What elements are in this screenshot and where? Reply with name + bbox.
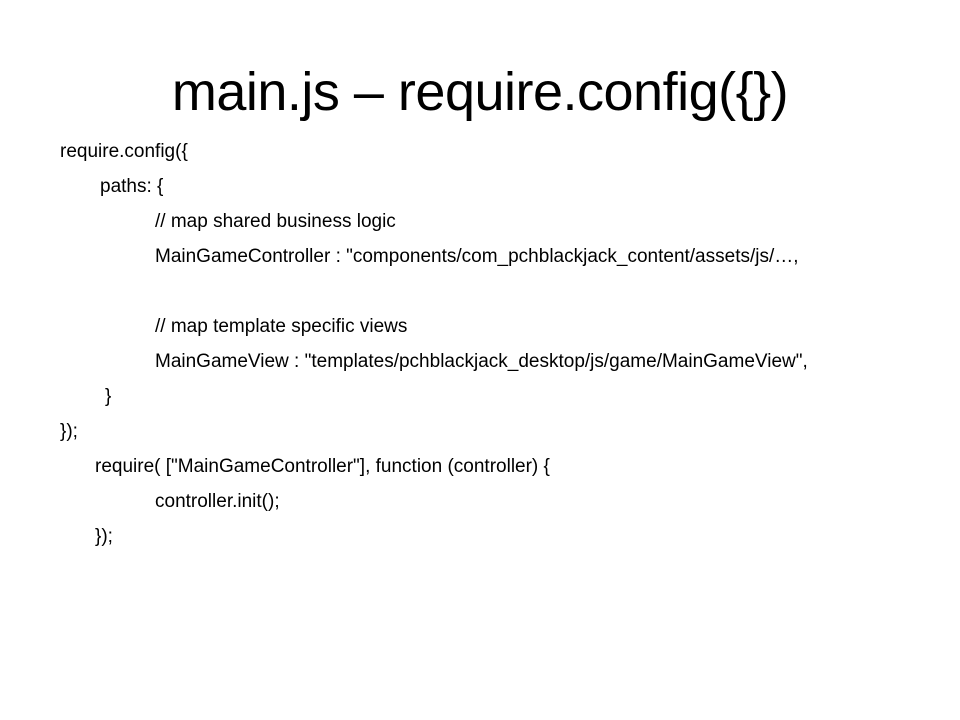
slide-title: main.js – require.config({}) bbox=[171, 62, 789, 122]
code-line: } bbox=[105, 386, 112, 407]
code-line: }); bbox=[95, 526, 113, 547]
code-line: // map template specific views bbox=[155, 316, 408, 337]
code-line: require.config({ bbox=[60, 141, 188, 162]
code-line: controller.init(); bbox=[155, 491, 280, 512]
code-line: MainGameView : "templates/pchblackjack_d… bbox=[155, 351, 808, 372]
code-line: // map shared business logic bbox=[155, 211, 396, 232]
code-block: require.config({ paths: { // map shared … bbox=[0, 132, 960, 552]
code-line: require( ["MainGameController"], functio… bbox=[95, 456, 550, 477]
code-line: }); bbox=[60, 421, 78, 442]
code-line: paths: { bbox=[100, 176, 164, 197]
code-line: MainGameController : "components/com_pch… bbox=[155, 246, 799, 267]
